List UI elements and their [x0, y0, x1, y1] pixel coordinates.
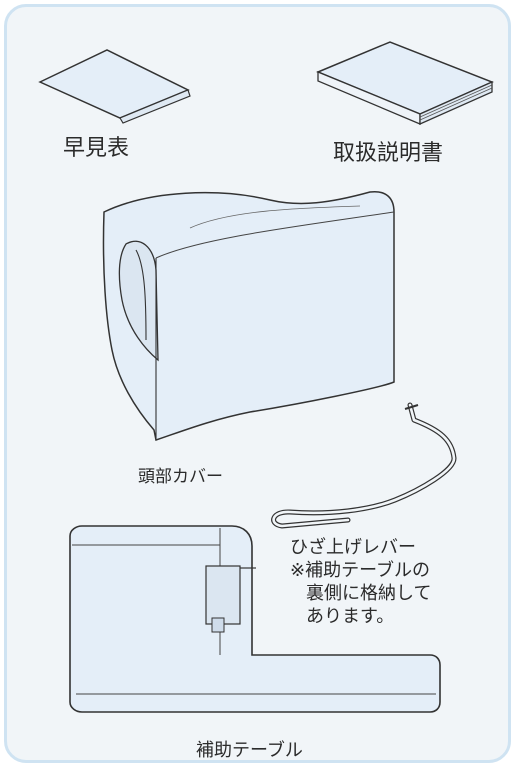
head-cover-illustration [102, 190, 395, 441]
extension-table-label: 補助テーブル [196, 740, 303, 761]
head-cover-label: 頭部カバー [138, 467, 223, 487]
quick-reference-card-illustration [38, 49, 191, 124]
knee-lifter-label: ひざ上げレバー [290, 537, 416, 558]
instruction-manual-illustration [316, 41, 494, 126]
knee-lifter-illustration [271, 402, 457, 529]
knee-lifter-note-line: ※補助テーブルの [290, 560, 431, 581]
knee-lifter-note-line: あります。 [306, 606, 395, 627]
knee-lifter-note-line: 裏側に格納して [306, 583, 432, 604]
extension-table-illustration [69, 525, 441, 713]
quick-reference-label: 早見表 [63, 136, 130, 161]
knee-lifter-caption: ひざ上げレバー ※補助テーブルの 裏側に格納して あります。 [290, 536, 431, 628]
instruction-manual-label: 取扱説明書 [333, 141, 444, 166]
